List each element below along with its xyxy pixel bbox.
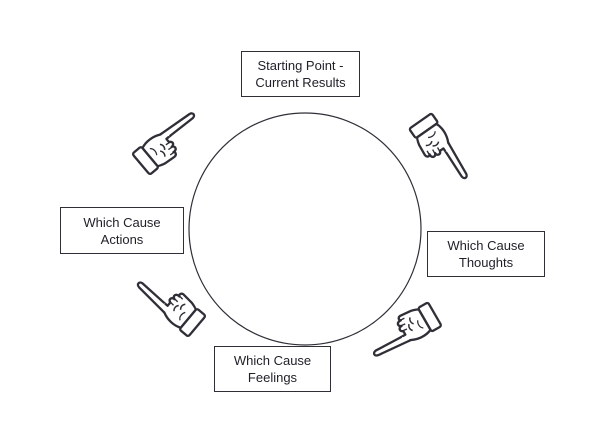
pointing-hand-icon — [131, 266, 209, 338]
step-box-starting-point: Starting Point - Current Results — [241, 51, 360, 97]
pointing-hand-icon — [131, 106, 208, 178]
step-box-thoughts: Which Cause Thoughts — [427, 231, 545, 277]
step-label: Starting Point - Current Results — [255, 58, 346, 90]
pointing-hand-icon — [362, 299, 443, 364]
step-label: Which Cause Feelings — [233, 353, 312, 385]
step-label: Which Cause Actions — [83, 214, 161, 247]
cycle-circle — [188, 112, 422, 346]
step-box-actions: Which Cause Actions — [60, 207, 184, 254]
pointing-hand-icon — [406, 112, 475, 191]
step-label: Which Cause Thoughts — [447, 238, 525, 270]
step-box-feelings: Which Cause Feelings — [214, 346, 331, 392]
